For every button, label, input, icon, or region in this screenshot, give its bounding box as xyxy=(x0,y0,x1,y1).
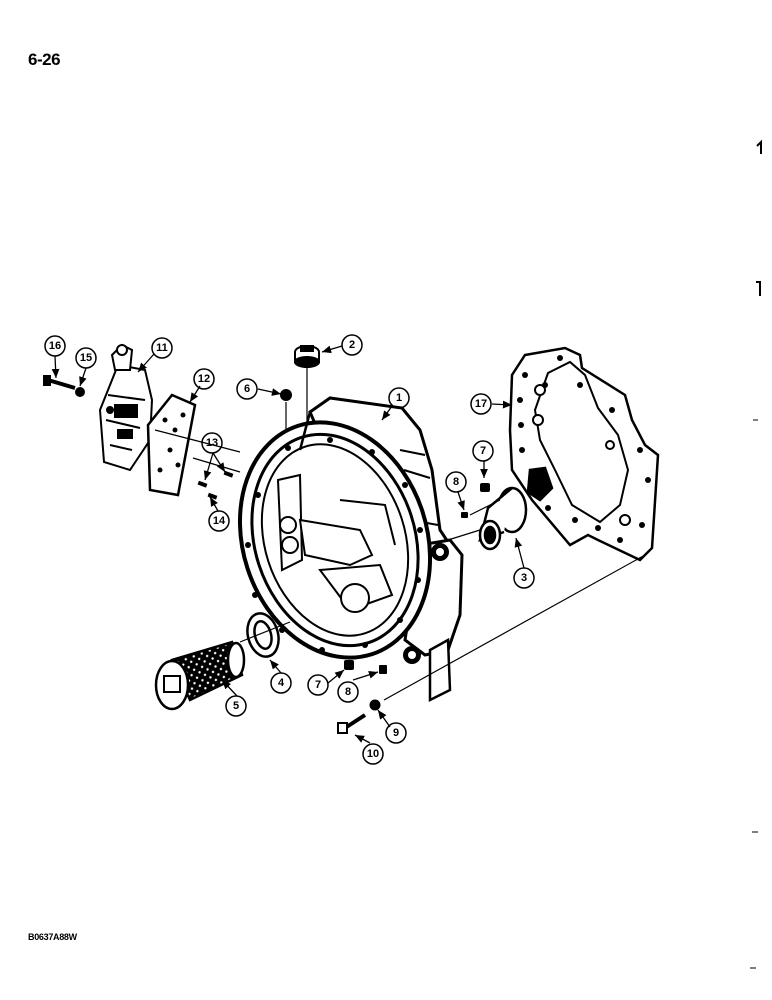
callout-15: 15 xyxy=(80,352,92,364)
plug-6-part xyxy=(280,389,292,401)
valve-bolt-part xyxy=(43,375,85,397)
gasket-part xyxy=(508,346,660,562)
callout-3: 3 xyxy=(521,572,527,584)
bushing-part xyxy=(478,486,528,551)
dowel-pins-part xyxy=(197,470,234,500)
callout-14: 14 xyxy=(213,515,226,527)
filter-part xyxy=(154,640,246,711)
margin-marks xyxy=(750,139,762,969)
callout-7-upper: 7 xyxy=(480,445,486,457)
housing-part xyxy=(237,396,464,703)
bottom-bolt-part xyxy=(337,699,381,734)
callout-8-lower: 8 xyxy=(345,686,351,698)
callout-11: 11 xyxy=(156,342,168,354)
plugs-bottom-part xyxy=(344,660,387,674)
callout-16: 16 xyxy=(49,340,61,352)
flange-bolt-holes xyxy=(245,437,423,653)
valve-body-part xyxy=(98,343,154,472)
callouts xyxy=(44,334,535,765)
callout-10: 10 xyxy=(367,748,379,760)
callout-7-lower: 7 xyxy=(315,679,321,691)
seal-ring-part xyxy=(246,612,280,658)
callout-8-upper: 8 xyxy=(453,476,459,488)
callout-12: 12 xyxy=(198,373,210,385)
callout-2: 2 xyxy=(349,339,355,351)
callout-5: 5 xyxy=(233,700,239,712)
plug-part xyxy=(294,345,320,368)
callout-9: 9 xyxy=(393,727,399,739)
page-number: 6-26 xyxy=(28,50,61,69)
assembly-lines xyxy=(154,365,646,701)
figure-code: B0637A88W xyxy=(28,932,77,942)
callout-4: 4 xyxy=(278,677,285,689)
callout-17: 17 xyxy=(475,398,487,410)
callout-13: 13 xyxy=(206,437,218,449)
callout-1: 1 xyxy=(396,392,402,404)
separator-plate-part xyxy=(146,393,197,497)
callout-6: 6 xyxy=(244,383,250,395)
plugs-right-part xyxy=(461,483,490,518)
